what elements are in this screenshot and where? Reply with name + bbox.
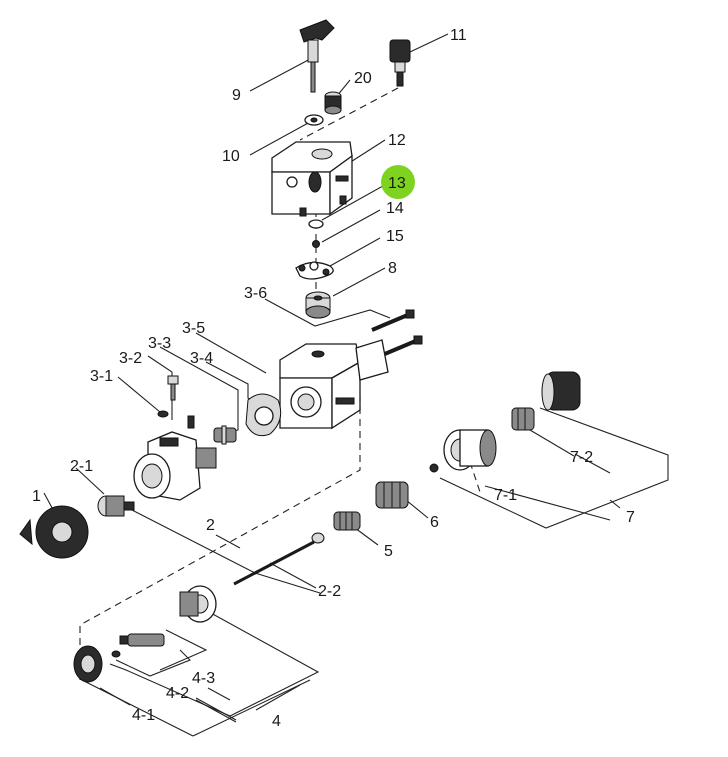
part-7-housing xyxy=(443,429,497,471)
callout-15: 15 xyxy=(386,228,404,245)
part-6-spring xyxy=(375,481,409,509)
part-7-2-knob xyxy=(541,371,581,411)
part-2-1-head xyxy=(133,431,217,501)
callout-1: 1 xyxy=(32,488,41,505)
part-3-1-washer xyxy=(157,410,169,418)
callout-4-3: 4-3 xyxy=(192,670,215,687)
callout-7-2: 7-2 xyxy=(570,449,593,466)
part-20-cap xyxy=(324,91,342,115)
callout-2: 2 xyxy=(206,517,215,534)
callout-7-1: 7-1 xyxy=(494,487,517,504)
part-3-body xyxy=(279,339,389,430)
part-7-1-ball xyxy=(429,463,439,473)
part-4-3-valve xyxy=(111,633,165,658)
part-1-aircap xyxy=(19,505,89,559)
callout-2-2: 2-2 xyxy=(318,583,341,600)
part-5-spring xyxy=(333,511,361,531)
callout-8: 8 xyxy=(388,260,397,277)
part-3-2-screw xyxy=(167,375,179,401)
callout-4-2: 4-2 xyxy=(166,685,189,702)
part-4-1-ring xyxy=(73,645,103,683)
callout-6: 6 xyxy=(430,514,439,531)
callout-9: 9 xyxy=(232,87,241,104)
callout-14: 14 xyxy=(386,200,404,217)
callout-5: 5 xyxy=(384,543,393,560)
part-12-block xyxy=(271,141,353,217)
callout-3-4: 3-4 xyxy=(190,350,213,367)
part-14-ball xyxy=(312,240,320,248)
part-15-gasket xyxy=(295,261,334,280)
callout-3-1: 3-1 xyxy=(90,368,113,385)
part-9-knob xyxy=(299,19,335,93)
callout-2-1: 2-1 xyxy=(70,458,93,475)
callout-11: 11 xyxy=(450,27,467,44)
callout-3-5: 3-5 xyxy=(182,320,205,337)
callout-3-2: 3-2 xyxy=(119,350,142,367)
callout-13[interactable]: 13 xyxy=(388,175,406,192)
callout-7: 7 xyxy=(626,509,635,526)
parts xyxy=(19,19,581,683)
part-3-5-gasket xyxy=(245,393,282,437)
callout-12: 12 xyxy=(388,132,406,149)
part-3-3-pin xyxy=(187,415,195,429)
part-13-oring xyxy=(308,219,324,229)
highlight-marker-13[interactable] xyxy=(381,165,415,199)
callout-3-3: 3-3 xyxy=(148,335,171,352)
callout-20: 20 xyxy=(354,70,372,87)
part-3-4-coupling xyxy=(213,425,237,445)
callout-10: 10 xyxy=(222,148,240,165)
part-nozzle xyxy=(97,495,135,517)
part-4-regulator xyxy=(179,585,217,623)
part-3-6-bolts xyxy=(371,309,423,358)
part-8-seat xyxy=(305,291,331,319)
part-11-valve xyxy=(389,39,411,87)
callout-labels: 11 9 20 10 12 13 14 15 8 3-6 3-5 3-3 3-2… xyxy=(32,27,635,730)
part-7-2-spring xyxy=(511,407,535,431)
part-2-2-needle xyxy=(233,532,325,586)
callout-3-6: 3-6 xyxy=(244,285,267,302)
callout-4-1: 4-1 xyxy=(132,707,155,724)
callout-4: 4 xyxy=(272,713,281,730)
